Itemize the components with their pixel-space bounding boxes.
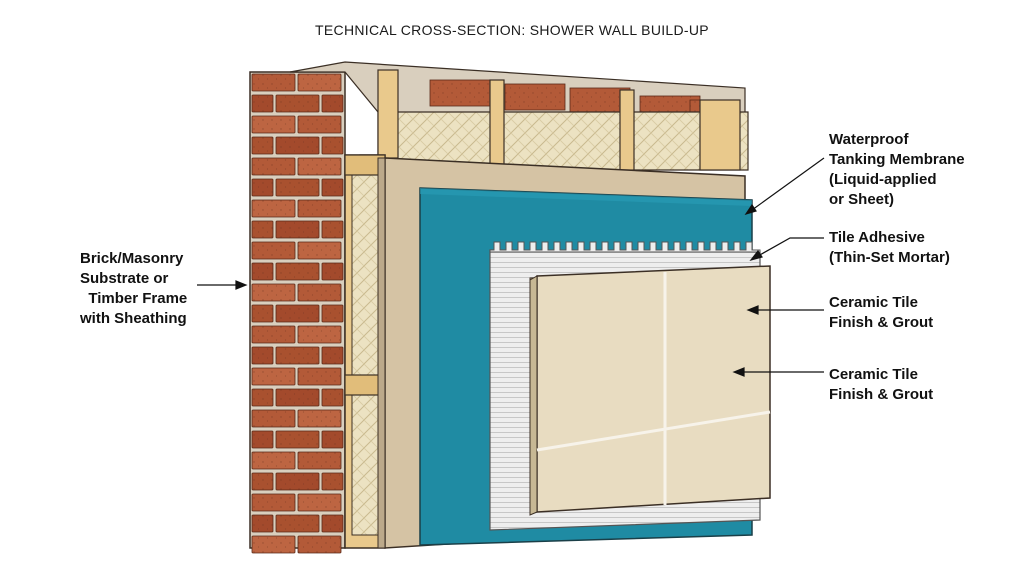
leader-lines xyxy=(197,157,825,377)
label-line: Finish & Grout xyxy=(829,386,934,403)
timber-studs xyxy=(359,69,741,171)
label-line: Ceramic Tile xyxy=(829,366,918,383)
label-ceramic-tile-1: Ceramic Tile Finish & Grout xyxy=(829,293,933,333)
brick-substrate-layer xyxy=(249,71,346,554)
label-line: (Thin-Set Mortar) xyxy=(829,249,950,266)
label-tile-adhesive: Tile Adhesive (Thin-Set Mortar) xyxy=(829,228,950,268)
label-line: Waterproof xyxy=(829,131,909,148)
label-line: Brick/Masonry xyxy=(80,250,184,267)
label-line: or Sheet) xyxy=(829,191,895,208)
label-line: Timber Frame xyxy=(80,290,188,307)
label-line: Finish & Grout xyxy=(829,314,934,331)
label-line: (Liquid-applied xyxy=(829,171,937,188)
label-line: with Sheathing xyxy=(80,310,187,327)
label-line: Tile Adhesive xyxy=(829,229,925,246)
label-brick-substrate: Brick/Masonry Substrate or Timber Frame … xyxy=(80,249,187,329)
label-ceramic-tile-2: Ceramic Tile Finish & Grout xyxy=(829,365,933,405)
label-line: Tanking Membrane xyxy=(829,151,965,168)
diagram-title: TECHNICAL CROSS-SECTION: SHOWER WALL BUI… xyxy=(315,22,709,38)
label-line: Ceramic Tile xyxy=(829,294,918,311)
ceramic-tile-layer xyxy=(529,265,771,516)
label-line: Substrate or xyxy=(80,270,169,287)
label-waterproof-membrane: Waterproof Tanking Membrane (Liquid-appl… xyxy=(829,130,965,210)
